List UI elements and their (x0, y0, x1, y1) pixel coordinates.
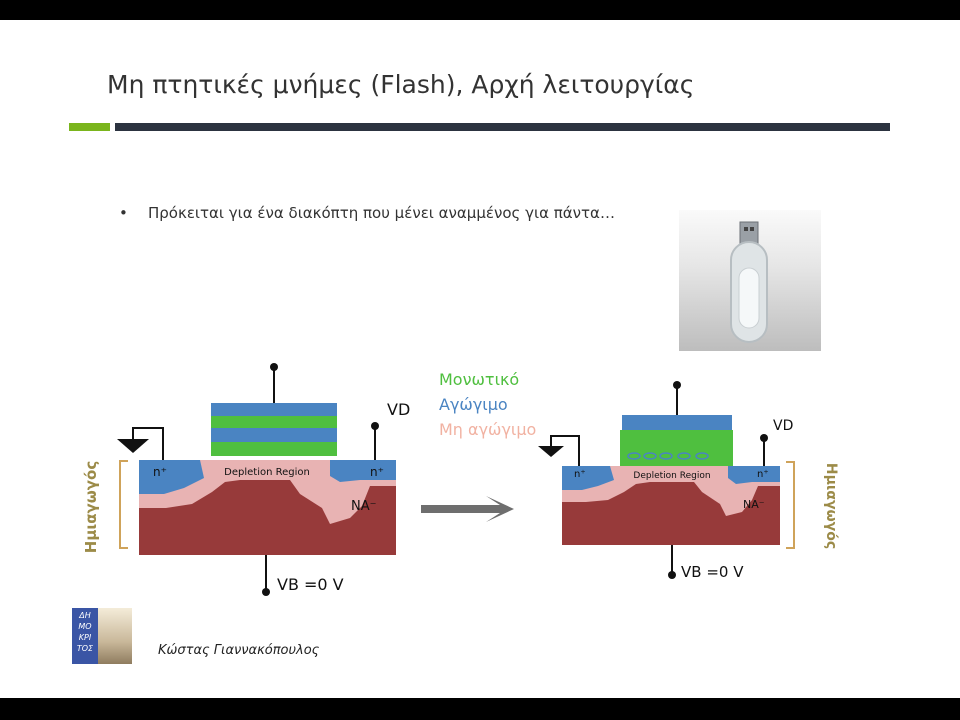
right-transistor: Depletion Region n⁺ n⁺ NA⁻ VD VB =0 V Ημ… (538, 381, 839, 581)
right-drain-n-region (728, 466, 780, 484)
right-gate-insulator (620, 430, 733, 466)
right-vb-label: VB =0 V (681, 563, 744, 581)
left-drain-terminal-icon (371, 422, 379, 430)
usb-flash-drive-photo (679, 210, 821, 351)
left-source-n-region (139, 460, 204, 494)
left-source-arrow-icon (117, 439, 149, 453)
legend-insulator: Μονωτικό (439, 370, 519, 389)
transition-arrow-icon (421, 496, 514, 522)
logo-text: ΔΗ ΜΟ ΚΡΙ ΤΟΣ (76, 611, 94, 653)
left-gate-insulator-2 (211, 442, 337, 456)
right-n-source-label: n⁺ (574, 469, 586, 480)
left-n-drain-label: n⁺ (370, 465, 384, 479)
right-depletion-area (562, 466, 780, 516)
bullet-text: Πρόκειται για ένα διακόπτη που μένει ανα… (148, 204, 615, 222)
left-body-terminal-icon (262, 588, 270, 596)
left-depletion-label: Depletion Region (224, 467, 310, 478)
right-na-label: NA⁻ (743, 498, 765, 511)
left-gate-top (211, 403, 337, 416)
logo: ΔΗ ΜΟ ΚΡΙ ΤΟΣ (72, 608, 132, 664)
right-drain-terminal-icon (760, 434, 768, 442)
left-semiconductor-label: Ημιαγωγός (82, 461, 100, 553)
usb-drive-icon (730, 221, 768, 343)
title-rule (115, 123, 890, 131)
left-vd-label: VD (387, 400, 410, 419)
title-rule-accent (69, 123, 110, 131)
left-bracket-icon (119, 460, 128, 549)
left-gate-insulator-1 (211, 416, 337, 428)
right-source-arrow-icon (538, 446, 564, 457)
left-gate-terminal-icon (270, 363, 278, 371)
legend: Μονωτικό Αγώγιμο Μη αγώγιμο (439, 370, 536, 439)
right-vd-label: VD (773, 418, 793, 434)
right-semiconductor-label: Ημιαγωγός (823, 463, 839, 549)
author-name: Κώστας Γιαννακόπουλος (158, 643, 320, 658)
trapped-electrons-icon (627, 452, 709, 460)
legend-nonconductor: Μη αγώγιμο (439, 420, 536, 439)
left-vb-label: VB =0 V (277, 575, 344, 594)
logo-portrait-icon (98, 608, 132, 664)
right-bracket-icon (786, 461, 795, 549)
left-transistor: Depletion Region n⁺ n⁺ NA⁻ VD VB =0 V Ημ… (82, 363, 410, 596)
right-n-drain-label: n⁺ (757, 469, 769, 480)
slide: Μη πτητικές μνήμες (Flash), Αρχή λειτουρ… (0, 20, 960, 698)
left-na-label: NA⁻ (351, 499, 376, 514)
right-source-n-region (562, 466, 614, 490)
bullet-icon: • (119, 204, 128, 222)
right-body-terminal-icon (668, 571, 676, 579)
left-gate-floating (211, 428, 337, 442)
right-depletion-label: Depletion Region (633, 471, 710, 481)
page-title: Μη πτητικές μνήμες (Flash), Αρχή λειτουρ… (107, 70, 695, 99)
legend-conductor: Αγώγιμο (439, 395, 508, 414)
left-drain-n-region (330, 460, 396, 482)
right-gate-terminal-icon (673, 381, 681, 389)
right-gate-top (622, 415, 732, 430)
flash-cell-diagram: Depletion Region n⁺ n⁺ NA⁻ VD VB =0 V Ημ… (82, 363, 839, 596)
left-n-source-label: n⁺ (153, 465, 167, 479)
